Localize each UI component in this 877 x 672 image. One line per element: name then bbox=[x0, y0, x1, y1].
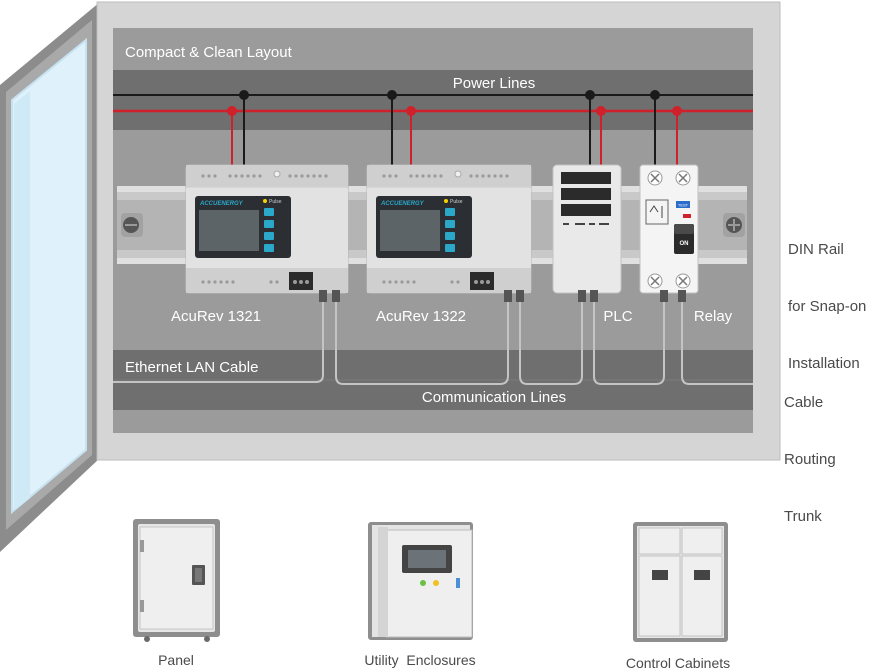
meter1-back-key-icon bbox=[264, 232, 274, 240]
relay-device: TEST ON bbox=[639, 164, 699, 302]
meter1-down-key-icon bbox=[264, 220, 274, 228]
cable-trunk-label-line-2: Routing bbox=[784, 451, 836, 468]
meter1-brand: ACCUENERGY bbox=[199, 201, 244, 207]
acurev-1321-meter: ACCUENERGY Pulse bbox=[185, 164, 349, 302]
meter2-screen bbox=[380, 210, 440, 251]
din-rail-label-line-3: Installation bbox=[788, 355, 860, 372]
ethernet-label: Ethernet LAN Cable bbox=[125, 359, 258, 376]
meter1-label: AcuRev 1321 bbox=[171, 308, 261, 325]
cable-trunk-label: Cable Routing Trunk bbox=[784, 355, 836, 545]
cable-trunk-label-line-3: Trunk bbox=[784, 508, 822, 525]
meter2-label: AcuRev 1322 bbox=[376, 308, 466, 325]
plc-label: PLC bbox=[603, 308, 632, 325]
meter1-pulse-label: Pulse bbox=[269, 199, 282, 205]
panel-enclosure-illustration bbox=[133, 519, 220, 642]
panel-label: Panel bbox=[158, 652, 194, 668]
plc-device bbox=[552, 164, 622, 302]
communication-lines-label: Communication Lines bbox=[422, 389, 566, 406]
relay-on-label: ON bbox=[680, 241, 689, 247]
power-wiring bbox=[113, 90, 753, 166]
meter1-screen bbox=[199, 210, 259, 251]
din-rail-label: DIN Rail for Snap-on Installation bbox=[788, 202, 866, 392]
din-rail-label-line-2: for Snap-on bbox=[788, 298, 867, 315]
meter2-back-key-icon bbox=[445, 232, 455, 240]
control-cabinet-illustration bbox=[633, 522, 728, 642]
cable-trunk-label-line-1: Cable bbox=[784, 394, 824, 411]
meter2-up-key-icon bbox=[445, 208, 455, 216]
meter2-enter-key-icon bbox=[445, 244, 455, 252]
communication-cables bbox=[113, 290, 753, 385]
layout-heading: Compact & Clean Layout bbox=[125, 44, 293, 61]
control-cabinets-label: Control Cabinets bbox=[626, 655, 730, 671]
power-lines-label: Power Lines bbox=[453, 75, 536, 92]
meter2-pulse-label: Pulse bbox=[450, 199, 463, 205]
utility-enclosure-illustration bbox=[368, 522, 473, 640]
relay-test-label: TEST bbox=[678, 203, 689, 208]
cabinet-door bbox=[0, 2, 100, 552]
meter2-brand: ACCUENERGY bbox=[380, 201, 425, 207]
meter2-down-key-icon bbox=[445, 220, 455, 228]
acurev-1322-meter: ACCUENERGY Pulse bbox=[366, 164, 532, 302]
din-rail-label-line-1: DIN Rail bbox=[788, 241, 844, 258]
utility-enclosures-label: Utility Enclosures bbox=[364, 652, 475, 668]
relay-label: Relay bbox=[694, 308, 733, 325]
meter1-enter-key-icon bbox=[264, 244, 274, 252]
meter1-up-key-icon bbox=[264, 208, 274, 216]
power-lines-trunk bbox=[113, 70, 753, 130]
